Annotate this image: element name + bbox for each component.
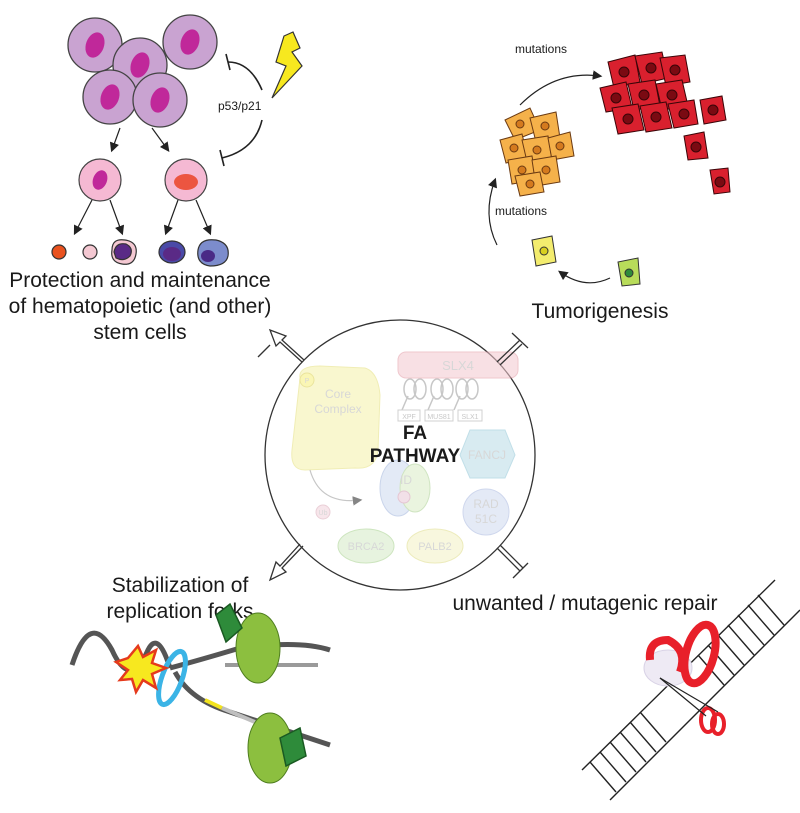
mutations-top-label: mutations <box>515 42 567 56</box>
fa-title-2: PATHWAY <box>370 446 461 467</box>
brca2-label: BRCA2 <box>348 541 385 553</box>
tumor-cycle-arrows <box>487 70 611 284</box>
protection-label-3: stem cells <box>93 321 186 344</box>
mature-blood-cells <box>51 239 229 267</box>
early-mutant-cells <box>531 235 641 287</box>
fa-title-1: FA <box>403 423 428 444</box>
id-label: ID <box>400 473 412 487</box>
orange-tumor-cluster <box>499 107 575 197</box>
connector-protection <box>257 328 305 363</box>
p53-inhibition <box>219 53 263 167</box>
progenitor-cells <box>78 158 208 202</box>
differentiation-arrows <box>73 127 212 236</box>
fancj: FANCJ <box>459 429 516 479</box>
core-label-1: Core <box>325 387 351 401</box>
mus81-label: MUS81 <box>427 414 450 421</box>
connector-stabilization <box>268 543 304 582</box>
slx1-label: SLX1 <box>461 414 478 421</box>
brca2: BRCA2 <box>337 528 395 564</box>
mutations-left-label: mutations <box>495 204 547 218</box>
tumorigenesis-label: Tumorigenesis <box>532 300 669 323</box>
p-label: P <box>305 378 310 385</box>
red-tumor-cluster <box>599 51 731 195</box>
replication-fork <box>69 602 331 784</box>
id-complex: ID Ub <box>315 459 431 520</box>
slx4-label: SLX4 <box>442 358 474 373</box>
palb2-label: PALB2 <box>418 541 451 553</box>
slx4-complex: SLX4 XPF MUS81 SLX1 <box>397 351 519 422</box>
protection-label-2: of hematopoietic (and other) <box>9 295 272 318</box>
fancj-label: FANCJ <box>468 448 506 462</box>
stabilization-label-1: Stabilization of <box>112 574 249 597</box>
rad51c: RAD 51C <box>462 488 510 536</box>
connector-tumorigenesis <box>496 332 529 366</box>
lightning-icon <box>271 31 303 99</box>
core-complex: P Core Complex <box>291 365 381 506</box>
p53-label: p53/p21 <box>218 99 262 113</box>
core-label-2: Complex <box>314 402 361 416</box>
protection-label-1: Protection and maintenance <box>9 269 271 292</box>
stem-cell-cluster <box>67 14 218 128</box>
palb2: PALB2 <box>406 528 464 564</box>
rad51c-label-2: 51C <box>475 512 497 526</box>
connector-unwanted <box>496 544 529 579</box>
fa-pathway-circle: SLX4 XPF MUS81 SLX1 P Core Complex FA <box>264 319 536 591</box>
nuclease-enzyme <box>643 620 726 736</box>
rad51c-label-1: RAD <box>473 497 499 511</box>
ub-label: Ub <box>319 510 328 517</box>
xpf-label: XPF <box>402 414 416 421</box>
unwanted-label: unwanted / mutagenic repair <box>453 592 718 615</box>
